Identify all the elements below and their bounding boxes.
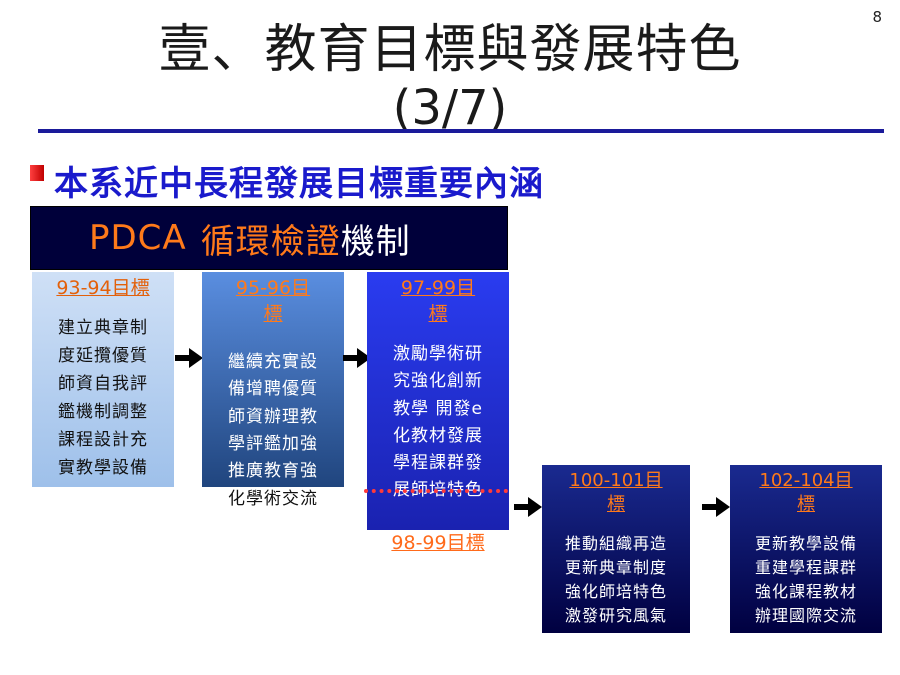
stage-body: 激勵學術研 究強化創新 教學 開發e 化教材發展 學程課群發 展師培特色 [367,341,509,504]
pdca-banner: PDCA 循環檢證 機制 [30,206,508,270]
stage-box-100-101: 100-101目 標 推動組織再造 更新典章制度 強化師培特色 激發研究風氣 [542,465,690,633]
stage-caption: 98-99目標 [391,532,485,554]
slide-title-part: (3/7) [392,80,508,136]
arrow-right-icon [343,348,371,368]
stage-body: 建立典章制 度延攬優質 師資自我評 鑑機制調整 課程設計充 實教學設備 [32,314,174,482]
stage-line: 激勵學術研 [393,344,483,365]
section-heading: 本系近中長程發展目標重要內涵 [54,164,544,204]
pdca-mechanism-label: 機制 [340,221,411,262]
stage-line: 更新教學設備 [754,533,857,553]
arrow-right-icon [702,497,730,517]
stage-line: 激發研究風氣 [564,605,667,625]
stage-heading-line: 標 [607,494,625,516]
stage-heading-line: 標 [263,302,283,325]
stage-line-overflow: 化學術交流 [228,489,318,509]
stage-body: 繼續充實設 備增聘優質 師資辦理教 學評鑑加強 推廣教育強 [202,349,344,485]
stage-line: 度延攬優質 [58,345,148,366]
stage-heading-line: 100-101目 [569,470,663,491]
stage-line: 究強化創新 [393,371,483,392]
title-underline [38,129,884,133]
stage-box-93-94: 93-94目標 建立典章制 度延攬優質 師資自我評 鑑機制調整 課程設計充 實教… [32,272,174,487]
stage-line: 學評鑑加強 [228,433,318,454]
stage-line: 課程設計充 [58,429,148,450]
stage-heading: 100-101目 標 [542,469,690,518]
stage-line: 鑑機制調整 [58,401,148,422]
stage-line: 學程課群發 [393,453,483,474]
stage-body: 更新教學設備 重建學程課群 強化課程教材 辦理國際交流 [730,532,882,628]
stage-heading: 93-94目標 [56,277,150,299]
dotted-divider [364,489,508,493]
stage-line: 繼續充實設 [228,352,318,373]
stage-heading: 102-104目 標 [730,469,882,518]
stage-line: 實教學設備 [58,457,148,478]
stage-line: 推廣教育強 [228,461,318,482]
stage-line: 教學 開發e [393,398,483,419]
bullet-icon [30,165,44,181]
stage-line: 建立典章制 [58,317,148,338]
stage-line: 強化課程教材 [754,581,857,601]
stage-line: 強化師培特色 [564,581,667,601]
arrow-right-icon [175,348,203,368]
pdca-label: PDCA [89,218,187,258]
stage-body: 推動組織再造 更新典章制度 強化師培特色 激發研究風氣 [542,532,690,628]
stage-line: 師資自我評 [58,373,148,394]
stage-box-97-99: 97-99目 標 激勵學術研 究強化創新 教學 開發e 化教材發展 學程課群發 … [367,272,509,530]
stage-line: 師資辦理教 [228,406,318,427]
stage-heading: 95-96目 標 [202,276,344,327]
stage-line: 辦理國際交流 [754,605,857,625]
slide-title: 壹、教育目標與發展特色 [158,20,742,80]
stage-line: 化教材發展 [393,425,483,446]
stage-line: 更新典章制度 [564,557,667,577]
page-number: 8 [872,8,882,26]
stage-heading-line: 102-104目 [759,470,853,491]
stage-line: 重建學程課群 [754,557,857,577]
stage-line: 推動組織再造 [564,533,667,553]
pdca-cycle-label: 循環檢證 [200,221,341,262]
arrow-right-icon [514,497,542,517]
stage-heading: 97-99目 標 [367,276,509,327]
stage-heading-line: 97-99目 [400,277,476,299]
stage-heading-line: 95-96目 [235,277,311,299]
stage-box-95-96: 95-96目 標 繼續充實設 備增聘優質 師資辦理教 學評鑑加強 推廣教育強 [202,272,344,487]
stage-heading-line: 標 [797,494,815,516]
stage-heading-line: 標 [428,302,448,325]
stage-line: 備增聘優質 [228,379,318,400]
stage-box-102-104: 102-104目 標 更新教學設備 重建學程課群 強化課程教材 辦理國際交流 [730,465,882,633]
